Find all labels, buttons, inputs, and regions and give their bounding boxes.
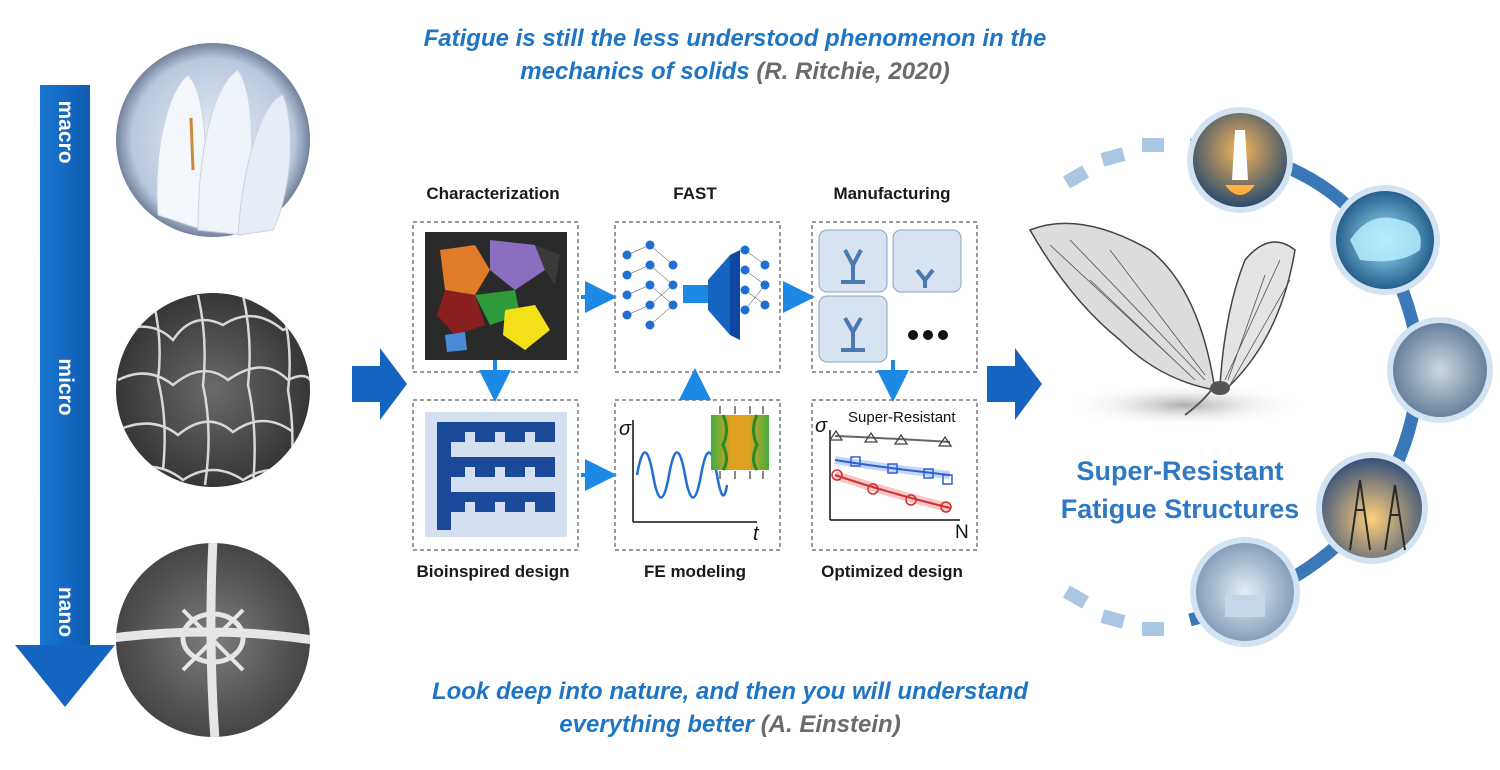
label-fast: FAST [673,184,717,203]
quote-top: Fatigue is still the less understood phe… [423,25,1047,85]
quote-bottom: Look deep into nature, and then you will… [431,678,1029,738]
workflow-arrows [479,281,909,491]
label-optimized: Optimized design [821,562,963,581]
scale-micro: micro [54,358,77,416]
super-resistant-label: Super-Resistant [848,409,956,426]
result-title: Super-Resistant Fatigue Structures [1061,456,1300,524]
panel-optimized: σ Super-Resistant N [811,399,978,551]
result-line1: Super-Resistant [1076,456,1283,486]
printing-image [1190,537,1300,647]
fiber-image [116,543,310,737]
sponge-image [116,43,310,237]
scale-arrow [15,85,115,707]
axis-t: t [753,523,760,545]
label-fe-modeling: FE modeling [644,562,746,581]
scale-images [116,43,310,737]
axis-sigma-opt: σ [815,415,828,437]
result-line2: Fatigue Structures [1061,494,1300,524]
butterfly-image [1028,222,1305,427]
panel-characterization [412,221,579,373]
label-manufacturing: Manufacturing [833,184,951,203]
scale-macro: macro [54,100,77,164]
label-bioinspired: Bioinspired design [416,562,570,581]
power-lines-image [1316,452,1428,564]
robotics-image [1387,317,1493,423]
label-characterization: Characterization [426,184,560,203]
axis-n: N [955,522,969,543]
panel-fast [614,221,781,373]
workflow-panels: σ t σ Super-Resistant N [412,221,978,551]
scale-nano: nano [54,586,77,638]
mesh-image [116,293,310,487]
application-arc [1062,107,1493,647]
panel-fe-modeling: σ t [614,399,781,551]
panel-manufacturing [811,221,978,373]
arrow-to-workflow [352,348,407,420]
panel-bioinspired [412,399,579,551]
arrow-to-result [987,348,1042,420]
axis-sigma: σ [619,418,632,440]
